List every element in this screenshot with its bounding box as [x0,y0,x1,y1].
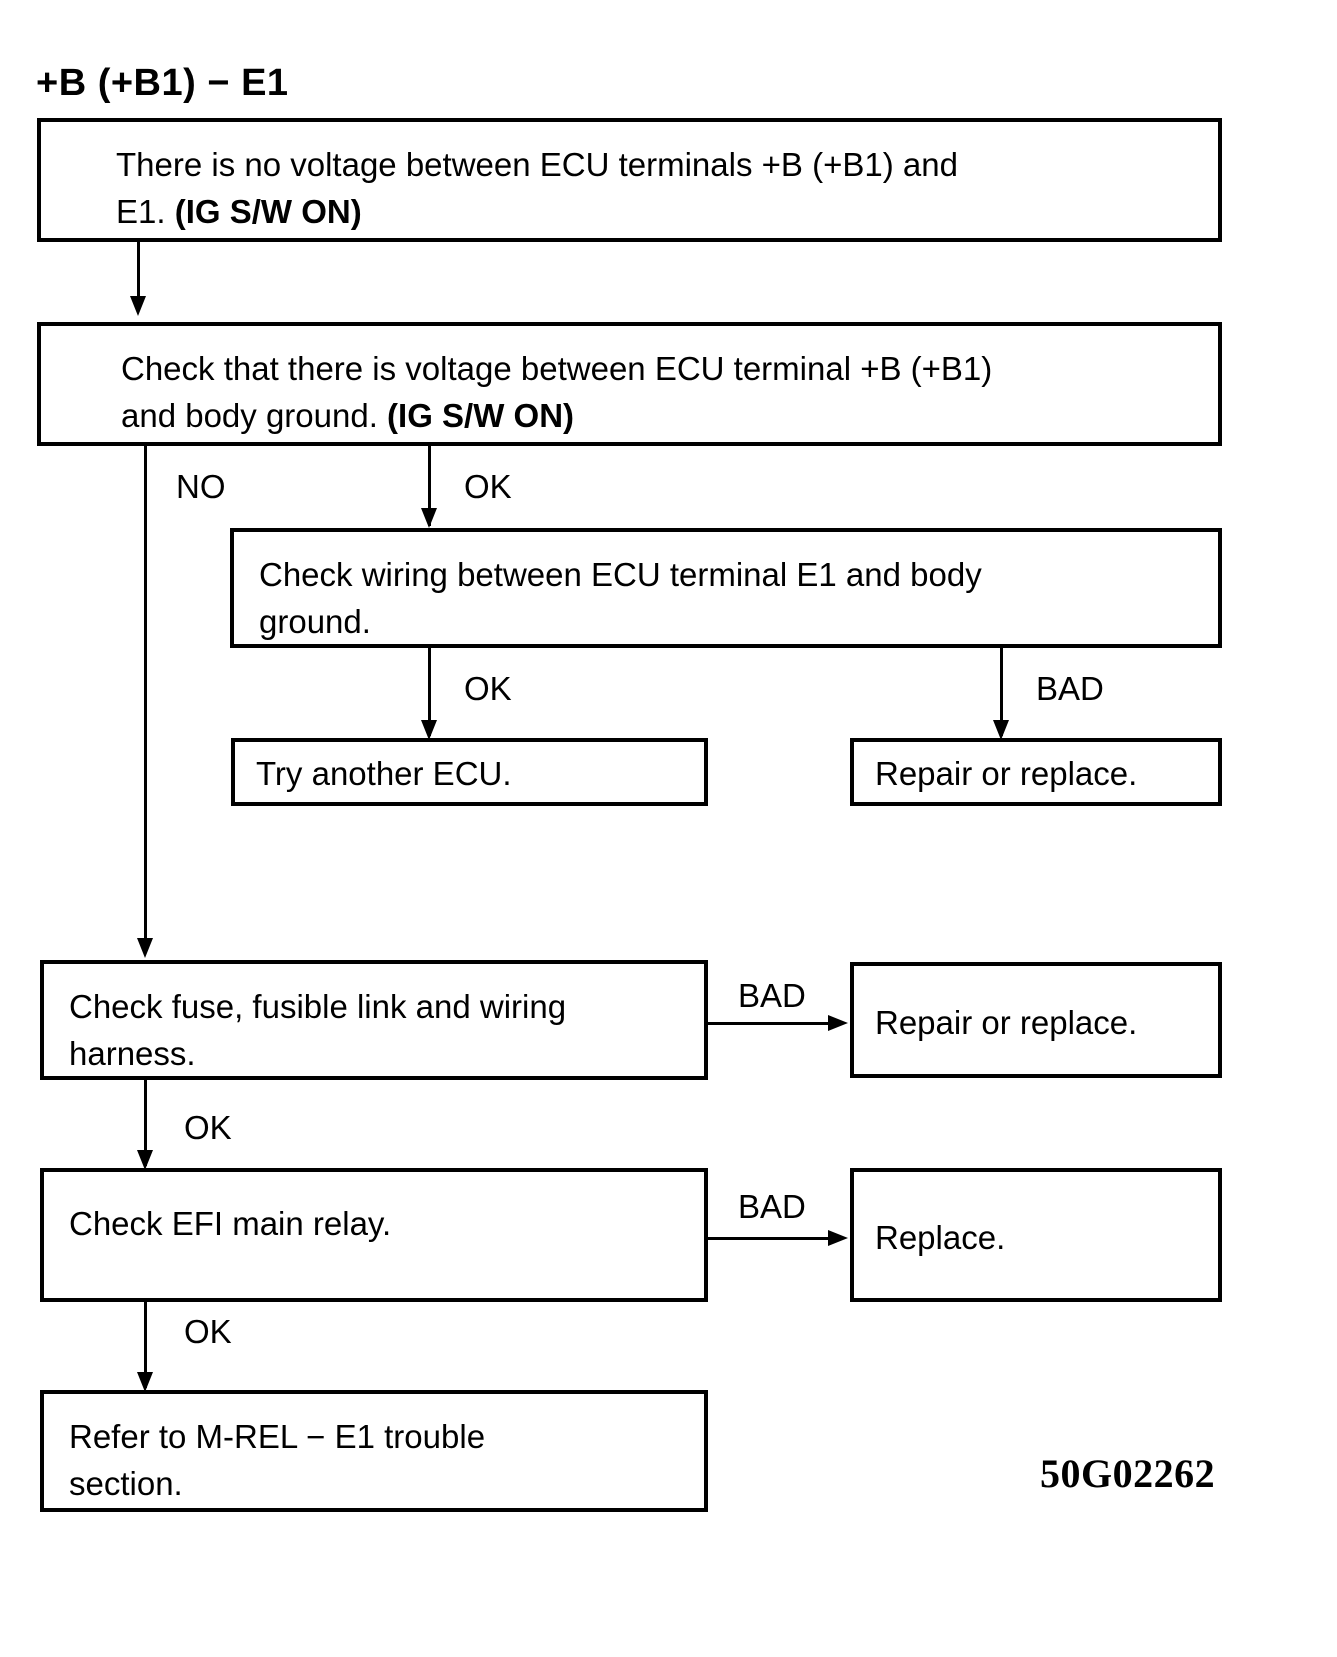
node-try-another-ecu: Try another ECU. [231,738,708,806]
node-check-wiring: Check wiring between ECU terminal E1 and… [230,528,1222,648]
edge-ok-to-refer-mrel [144,1302,147,1388]
arrowhead-down [421,508,437,528]
edge-bad-to-replace [708,1237,830,1240]
edge-label-bad-1: BAD [1036,670,1104,707]
edge-ok-to-check-efi-relay [144,1080,147,1166]
edge-symptom-to-check-voltage [137,242,140,304]
edge-label-bad-3: BAD [738,1188,806,1225]
node-check-efi-relay-text: Check EFI main relay. [69,1205,392,1242]
edge-label-no-1: NO [176,468,226,505]
edge-label-ok-2: OK [464,670,512,707]
arrowhead-down [137,1372,153,1392]
node-check-voltage: Check that there is voltage between ECU … [37,322,1222,446]
edge-ok-to-try-another-ecu [428,648,431,736]
node-repair-or-replace-2: Repair or replace. [850,962,1222,1078]
node-replace-text: Replace. [875,1219,1006,1256]
node-symptom-text: There is no voltage between ECU terminal… [116,146,958,230]
node-replace: Replace. [850,1168,1222,1302]
edge-bad-to-repair-1 [1000,648,1003,736]
page-title: +B (+B1) − E1 [36,62,289,104]
arrowhead-down [993,720,1009,740]
node-try-another-ecu-text: Try another ECU. [256,755,512,792]
node-check-efi-relay: Check EFI main relay. [40,1168,708,1302]
arrowhead-down [137,1150,153,1170]
node-symptom: There is no voltage between ECU terminal… [37,118,1222,242]
node-repair-or-replace-1-text: Repair or replace. [875,755,1138,792]
edge-no-branch [144,446,147,946]
node-check-wiring-text: Check wiring between ECU terminal E1 and… [259,556,982,640]
node-repair-or-replace-1: Repair or replace. [850,738,1222,806]
edge-ok-to-check-wiring [428,446,431,526]
edge-label-ok-1: OK [464,468,512,505]
node-repair-or-replace-2-text: Repair or replace. [875,1004,1138,1041]
edge-label-ok-3: OK [184,1109,232,1146]
edge-label-ok-4: OK [184,1313,232,1350]
arrowhead-right [828,1230,848,1246]
edge-bad-to-repair-2 [708,1022,830,1025]
reference-code: 50G02262 [1040,1451,1216,1496]
node-check-voltage-text: Check that there is voltage between ECU … [121,350,993,434]
arrowhead-down [130,296,146,316]
arrowhead-down [137,938,153,958]
edge-label-bad-2: BAD [738,977,806,1014]
arrowhead-right [828,1015,848,1031]
arrowhead-down [421,720,437,740]
